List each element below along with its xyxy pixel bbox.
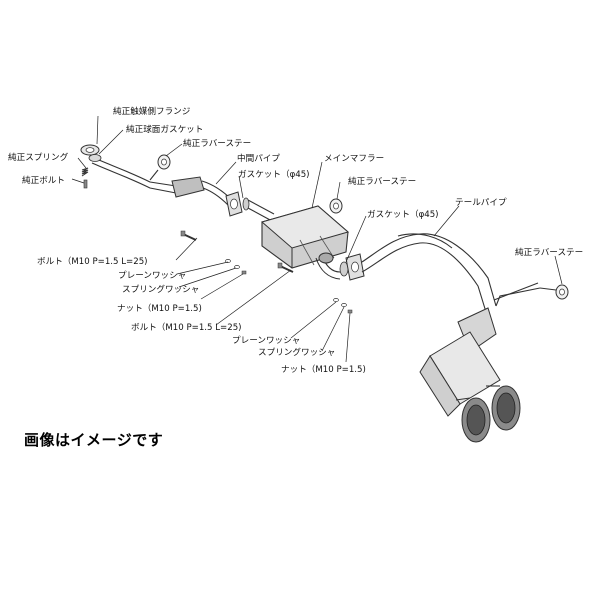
label-tail-pipe: テールパイプ [455, 197, 507, 208]
label-main-muffler: メインマフラー [324, 153, 384, 164]
rubber-stay-1-icon [149, 154, 171, 181]
label-gasket-phi45-1: ガスケット（φ45) [238, 169, 310, 180]
label-bolt-2: ボルト（M10 P=1.5 L=25) [131, 322, 242, 333]
label-genuine-spring: 純正スプリング [8, 151, 69, 163]
gasket-1-icon [242, 197, 250, 211]
label-nut-1: ナット（M10 P=1.5) [117, 303, 202, 314]
label-genuine-rubber-stay-3: 純正ラバーステー [515, 246, 583, 258]
label-plain-washer-2: プレーンワッシャ [232, 335, 300, 346]
label-genuine-rubber-stay-2: 純正ラバーステー [348, 175, 416, 187]
tail-pipe [361, 233, 541, 443]
rubber-stay-2-icon [329, 198, 343, 214]
label-center-pipe: 中間パイプ [237, 152, 280, 164]
image-disclaimer: 画像はイメージです [24, 431, 164, 449]
label-spring-washer-1: スプリングワッシャ [122, 283, 199, 295]
label-genuine-bolt: 純正ボルト [22, 174, 65, 186]
main-muffler [247, 199, 350, 280]
rubber-stay-3-icon [539, 284, 569, 300]
ball-gasket-icon [88, 154, 102, 162]
label-plain-washer-1: プレーンワッシャ [118, 270, 186, 281]
label-gasket-phi45-2: ガスケット（φ45) [367, 209, 439, 220]
catalyst-flange-icon [80, 144, 100, 156]
label-bolt-1: ボルト（M10 P=1.5 L=25) [37, 256, 148, 267]
bolt-2-icon [277, 262, 294, 273]
label-genuine-rubber-stay-1: 純正ラバーステー [183, 137, 251, 149]
label-genuine-catalyst-flange: 純正触媒側フランジ [113, 105, 191, 117]
washer-set-1-icon [225, 259, 247, 275]
leader-lines [71, 115, 563, 363]
genuine-bolt-icon [83, 179, 88, 189]
label-nut-2: ナット（M10 P=1.5) [281, 364, 366, 375]
washer-set-2-icon [333, 298, 353, 314]
bolt-1-icon [180, 230, 197, 241]
label-spring-washer-2: スプリングワッシャ [258, 346, 335, 358]
tail-pipe-flange [345, 253, 365, 281]
label-genuine-ball-gasket: 純正球面ガスケット [126, 123, 203, 135]
center-pipe-flange [225, 191, 243, 217]
spring-icon [81, 167, 89, 177]
